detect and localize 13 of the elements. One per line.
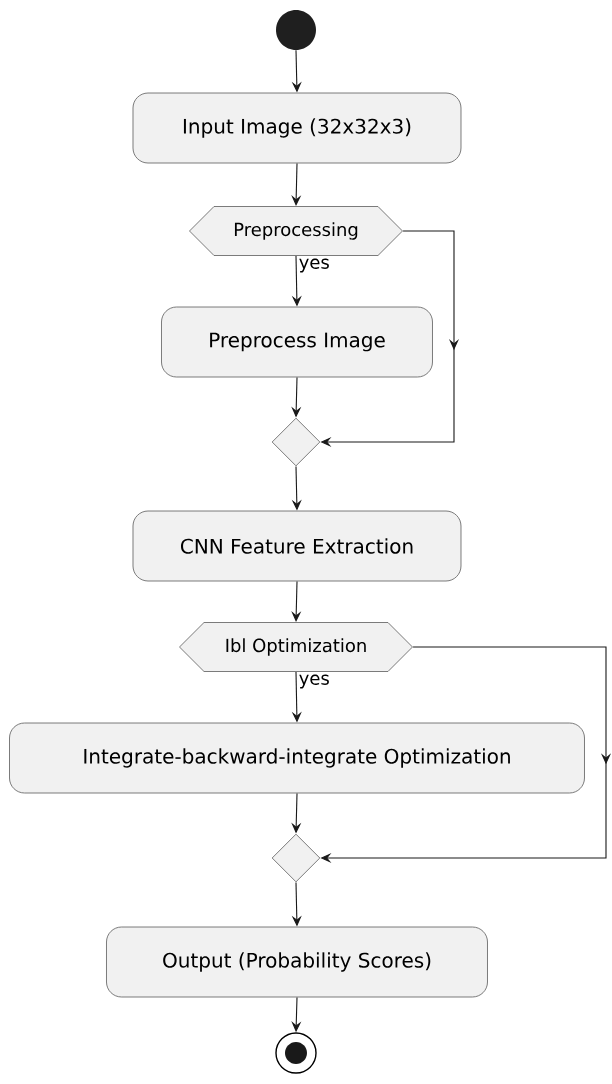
action-box: CNN Feature Extraction — [132, 510, 462, 582]
action-box: Integrate-backward-integrate Optimization — [9, 722, 585, 794]
start-circle — [276, 10, 316, 50]
decision-hexagon: Preprocessing — [189, 206, 403, 256]
action-box: Preprocess Image — [161, 306, 433, 378]
merge-diamond — [271, 833, 321, 883]
action-box: Output (Probability Scores) — [106, 926, 488, 998]
edge-label: yes — [297, 673, 332, 690]
action-box: Input Image (32x32x3) — [132, 92, 462, 164]
decision-hexagon: Ibl Optimization — [179, 622, 413, 672]
merge-diamond — [271, 417, 321, 467]
edge-label: yes — [297, 257, 332, 274]
end-circle — [275, 1032, 317, 1074]
